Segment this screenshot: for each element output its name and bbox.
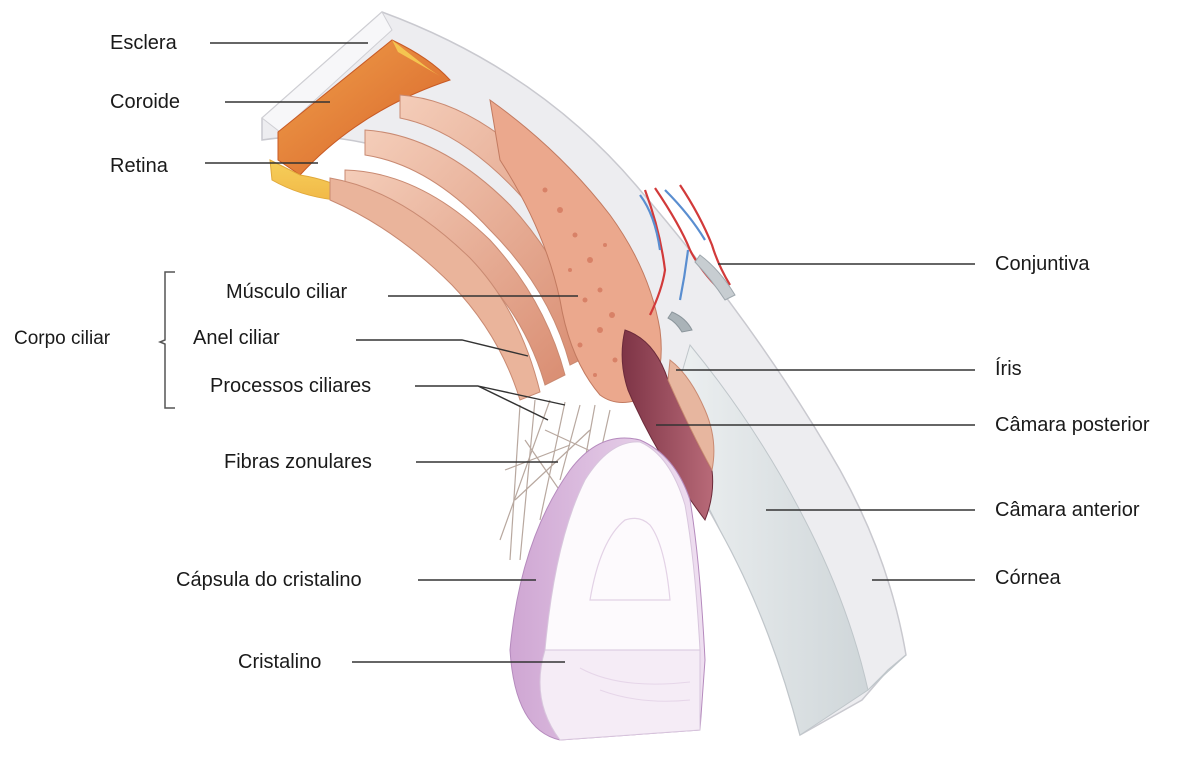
- label-corpo-ciliar: Corpo ciliar: [14, 327, 110, 351]
- label-cornea: Córnea: [995, 566, 1061, 590]
- label-cristalino: Cristalino: [238, 650, 321, 674]
- label-coroide: Coroide: [110, 90, 180, 114]
- label-camara-anterior: Câmara anterior: [995, 498, 1140, 522]
- label-retina: Retina: [110, 154, 168, 178]
- label-iris: Íris: [995, 357, 1022, 381]
- label-camara-posterior: Câmara posterior: [995, 413, 1150, 437]
- label-anel-ciliar: Anel ciliar: [193, 326, 280, 350]
- corpo-ciliar-bracket: [160, 272, 175, 408]
- label-esclera: Esclera: [110, 31, 177, 55]
- label-processos-ciliares: Processos ciliares: [210, 374, 371, 398]
- label-conjuntiva: Conjuntiva: [995, 252, 1090, 276]
- lens-cut-face: [540, 650, 700, 740]
- label-fibras-zonulares: Fibras zonulares: [224, 450, 372, 474]
- label-capsula-do-cristalino: Cápsula do cristalino: [176, 568, 362, 592]
- label-musculo-ciliar: Músculo ciliar: [226, 280, 347, 304]
